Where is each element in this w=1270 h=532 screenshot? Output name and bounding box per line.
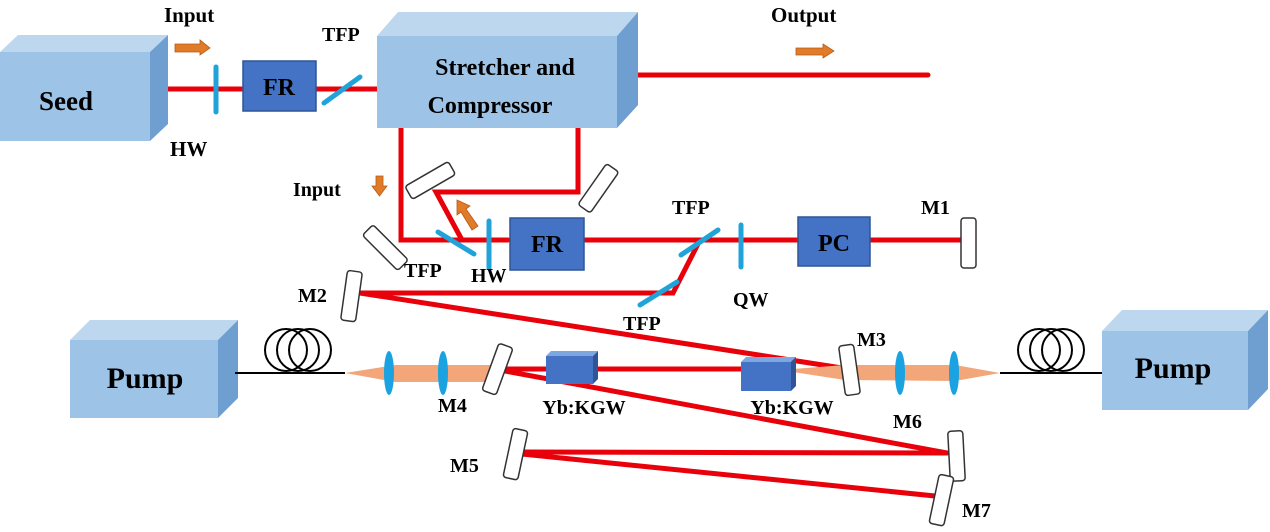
label-tfp-top: TFP xyxy=(322,24,360,46)
stretcher-label-line2: Compressor xyxy=(428,93,553,119)
pump-beam-right xyxy=(780,365,1000,381)
label-m5: M5 xyxy=(450,455,479,477)
label-qw: QW xyxy=(733,289,769,311)
waveplates xyxy=(213,64,744,308)
label-input-top: Input xyxy=(164,3,214,27)
lens-right-1 xyxy=(895,351,905,395)
mirror-m6 xyxy=(947,430,966,482)
labels: Input Output TFP HW Input TFP HW TFP TFP… xyxy=(164,3,991,522)
beam-m2-to-m3 xyxy=(357,290,845,371)
mirror-m4 xyxy=(481,343,513,396)
lenses xyxy=(384,351,959,395)
mirror-input-mid xyxy=(362,225,408,271)
faraday-rotator-mid: FR xyxy=(509,217,585,271)
label-m6: M6 xyxy=(893,411,922,433)
arrow-input-mid xyxy=(371,175,388,197)
label-m1: M1 xyxy=(921,197,950,219)
seed-box: Seed xyxy=(0,35,168,141)
label-hw-top: HW xyxy=(170,137,207,161)
faraday-rotator-top: FR xyxy=(242,60,317,112)
label-m7: M7 xyxy=(962,500,991,522)
mirrors xyxy=(340,161,977,527)
seed-label: Seed xyxy=(39,86,93,116)
beam-m4-to-m6 xyxy=(502,368,950,456)
mirror-m1 xyxy=(960,217,977,269)
svg-text:PC: PC xyxy=(818,231,850,257)
label-output: Output xyxy=(771,3,836,27)
fiber-left xyxy=(235,328,345,374)
arrow-input-top xyxy=(174,39,211,56)
mirror-upper-left xyxy=(405,161,456,200)
label-tfp-mid-right-lower: TFP xyxy=(623,313,661,335)
beam-compressor-return xyxy=(431,125,581,243)
stretcher-label-line1: Stretcher and xyxy=(435,55,575,81)
mirror-upper-right xyxy=(578,163,619,213)
tfp-mid-left xyxy=(435,229,477,257)
mirror-m2 xyxy=(340,269,363,323)
pump-right-label: Pump xyxy=(1135,352,1212,385)
pump-beam-left xyxy=(345,365,505,382)
beam-m5-to-m7 xyxy=(519,451,938,499)
mirror-m3 xyxy=(838,343,861,397)
tfp-mid-right-lower xyxy=(637,279,680,308)
fiber-right xyxy=(1000,328,1102,374)
arrow-return xyxy=(456,199,479,231)
label-crystal-left: Yb:KGW xyxy=(542,397,625,419)
tfp-mid-right-upper xyxy=(678,227,721,258)
stretcher-compressor-box: Stretcher and Compressor xyxy=(377,12,638,128)
lens-left-1 xyxy=(384,351,394,395)
label-m4: M4 xyxy=(438,395,467,417)
tfp-top xyxy=(321,74,363,106)
svg-text:FR: FR xyxy=(531,232,564,258)
beam-tfp-switch xyxy=(357,237,703,296)
label-tfp-mid-right-upper: TFP xyxy=(672,197,710,219)
direction-arrows xyxy=(174,39,835,231)
label-crystal-right: Yb:KGW xyxy=(750,397,833,419)
arrow-output xyxy=(795,43,835,59)
svg-text:FR: FR xyxy=(263,75,296,101)
lens-left-2 xyxy=(438,351,448,395)
pump-box-left: Pump xyxy=(70,320,238,418)
mirror-m5 xyxy=(502,427,529,481)
label-m2: M2 xyxy=(298,285,327,307)
mirror-m7 xyxy=(928,473,955,527)
label-tfp-mid-left: TFP xyxy=(404,260,442,282)
lens-right-2 xyxy=(949,351,959,395)
pump-box-right: Pump xyxy=(1102,310,1268,410)
beam-stretcher-down-to-cavity xyxy=(398,125,511,243)
pockels-cell: PC xyxy=(797,216,871,267)
label-m3: M3 xyxy=(857,329,886,351)
beam-m5-to-m6 xyxy=(519,449,950,456)
label-input-mid: Input xyxy=(293,179,341,201)
crystal-left xyxy=(546,351,598,384)
crystal-right xyxy=(741,357,796,391)
pump-left-label: Pump xyxy=(107,362,184,395)
label-hw-mid: HW xyxy=(471,265,507,287)
beam-paths xyxy=(165,72,965,499)
